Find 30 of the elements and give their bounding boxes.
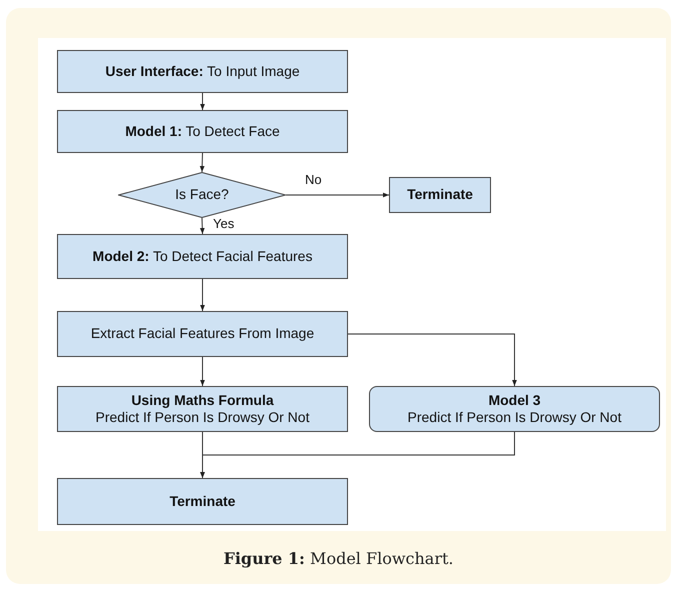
box-label: Model 1: To Detect Face (125, 122, 280, 140)
rounded-process-box (369, 386, 660, 432)
box-label: Terminate (170, 492, 236, 510)
arrow (200, 218, 205, 234)
arrow (286, 192, 390, 198)
box-label: Predict If Person Is Drowsy Or Not (96, 409, 310, 426)
edge-label: No (304, 172, 323, 187)
process-box (57, 50, 348, 93)
process-box (389, 177, 491, 213)
box-label: Terminate (407, 186, 473, 204)
figure-caption: Figure 1: Model Flowchart. (223, 549, 454, 568)
process-box (57, 234, 348, 279)
process-box (57, 386, 348, 432)
arrow (200, 356, 205, 386)
box-heading: Model 3 (488, 392, 541, 409)
box-heading: Using Maths Formula (131, 392, 274, 409)
box-label: User Interface: To Input Image (105, 62, 300, 80)
arrow (200, 278, 205, 312)
box-label: Extract Facial Features From Image (90, 325, 314, 343)
box-label: Predict If Person Is Drowsy Or Not (408, 409, 622, 426)
box-label: Is Face? (175, 186, 229, 204)
process-box (57, 311, 348, 357)
arrow (348, 334, 517, 386)
arrow (200, 432, 515, 478)
process-box (57, 478, 348, 525)
arrow (200, 152, 205, 172)
process-box (57, 110, 348, 153)
arrow (200, 92, 205, 110)
box-label: Model 2: To Detect Facial Features (92, 248, 312, 266)
edge-label: Yes (212, 216, 236, 231)
